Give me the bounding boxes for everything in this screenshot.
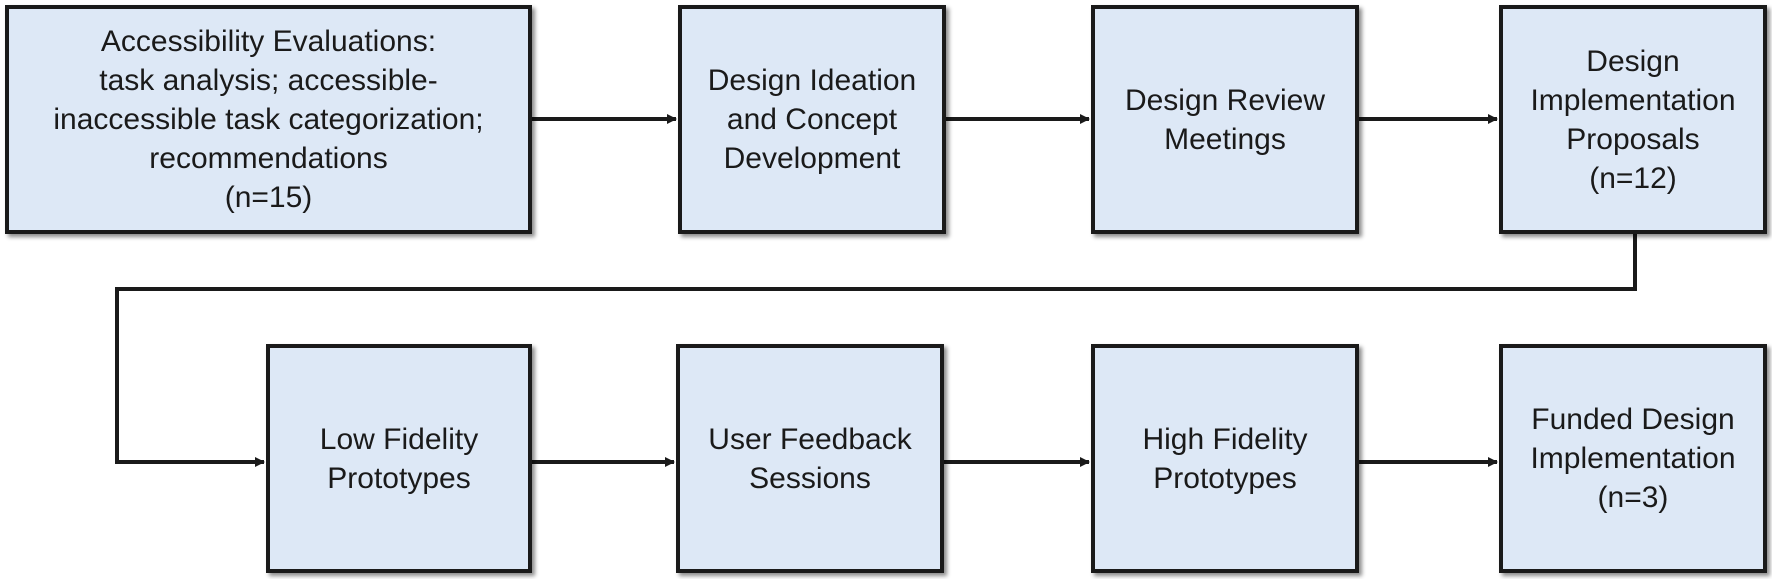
node-design-review: Design Review Meetings [1091, 5, 1359, 234]
node-design-ideation: Design Ideation and Concept Development [678, 5, 946, 234]
node-label-line: Low Fidelity [319, 422, 479, 456]
node-label-line: Meetings [1164, 122, 1286, 156]
node-label-line: Sessions [749, 461, 871, 495]
node-funded-implementation: Funded Design Implementation (n=3) [1499, 344, 1767, 573]
node-label-line: Design Ideation [707, 64, 917, 97]
node-label-line: Development [723, 142, 901, 175]
node-label-line: High Fidelity [1142, 422, 1308, 456]
node-label-line: Design Review [1124, 83, 1326, 117]
node-label-line: inaccessible task categorization; [53, 103, 484, 136]
node-implementation-proposals: Design Implementation Proposals (n=12) [1499, 5, 1767, 234]
node-user-feedback-text: User Feedback Sessions [708, 420, 911, 498]
node-label-line: Proposals [1566, 122, 1700, 156]
node-label-line: task analysis; accessible- [99, 64, 438, 97]
node-low-fidelity: Low Fidelity Prototypes [266, 344, 532, 573]
node-label-line: (n=3) [1597, 481, 1669, 514]
node-funded-implementation-text: Funded Design Implementation (n=3) [1530, 400, 1735, 517]
node-high-fidelity-text: High Fidelity Prototypes [1142, 420, 1307, 498]
node-design-ideation-text: Design Ideation and Concept Development [708, 61, 916, 178]
node-accessibility-evaluations-text: Accessibility Evaluations: task analysis… [53, 22, 483, 217]
node-label-line: User Feedback [708, 422, 912, 456]
node-accessibility-evaluations: Accessibility Evaluations: task analysis… [5, 5, 532, 234]
node-label-line: Implementation [1530, 442, 1736, 475]
node-label-line: Design [1586, 44, 1680, 78]
node-label-line: (n=15) [224, 181, 313, 214]
arrow-proposals-to-low-fidelity [115, 233, 1637, 467]
node-design-review-text: Design Review Meetings [1125, 81, 1325, 159]
node-low-fidelity-text: Low Fidelity Prototypes [320, 420, 478, 498]
node-label-line: (n=12) [1589, 161, 1677, 195]
node-user-feedback: User Feedback Sessions [676, 344, 944, 573]
node-high-fidelity: High Fidelity Prototypes [1091, 344, 1359, 573]
node-implementation-proposals-text: Design Implementation Proposals (n=12) [1530, 42, 1735, 198]
node-label-line: Prototypes [327, 461, 471, 495]
node-label-line: and Concept [726, 103, 898, 136]
node-label-line: Accessibility Evaluations: [100, 25, 437, 58]
node-label-line: recommendations [149, 142, 388, 175]
node-label-line: Prototypes [1153, 461, 1297, 495]
node-label-line: Funded Design [1531, 403, 1735, 436]
node-label-line: Implementation [1530, 83, 1736, 117]
